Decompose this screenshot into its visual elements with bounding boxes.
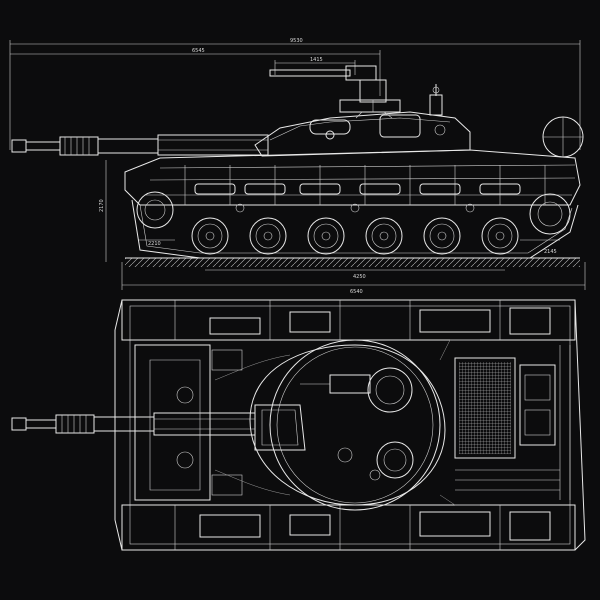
commander-hatch [367, 367, 413, 413]
top-view [11, 299, 586, 551]
dim-clearance-rear: 2145 [544, 249, 557, 255]
turret-ring [269, 339, 441, 511]
main-gun-top [11, 412, 256, 436]
road-wheels [191, 217, 519, 255]
running-gear [131, 191, 579, 259]
dim-height: 2170 [99, 199, 105, 212]
turret-top [249, 344, 446, 506]
idler-wheel [136, 191, 174, 229]
side-view [11, 65, 584, 267]
engine-grille [454, 357, 516, 459]
dimension-lines: 9530 6545 1415 2170 2210 2145 4250 6540 [9, 38, 586, 295]
dim-clearance-front: 2210 [148, 241, 161, 247]
turret-side [254, 65, 584, 158]
gunner-hatch [376, 441, 414, 479]
dim-hull-length: 6540 [350, 289, 363, 295]
ground-hatching [125, 258, 580, 267]
dim-turret-to-muzzle: 6545 [192, 48, 205, 54]
dim-track-length: 4250 [353, 274, 366, 280]
hull-side [124, 149, 581, 206]
dim-overall-length: 9530 [290, 38, 303, 44]
dim-mg-mount: 1415 [310, 57, 323, 63]
main-gun-side [11, 134, 269, 156]
drive-sprocket [529, 193, 571, 235]
